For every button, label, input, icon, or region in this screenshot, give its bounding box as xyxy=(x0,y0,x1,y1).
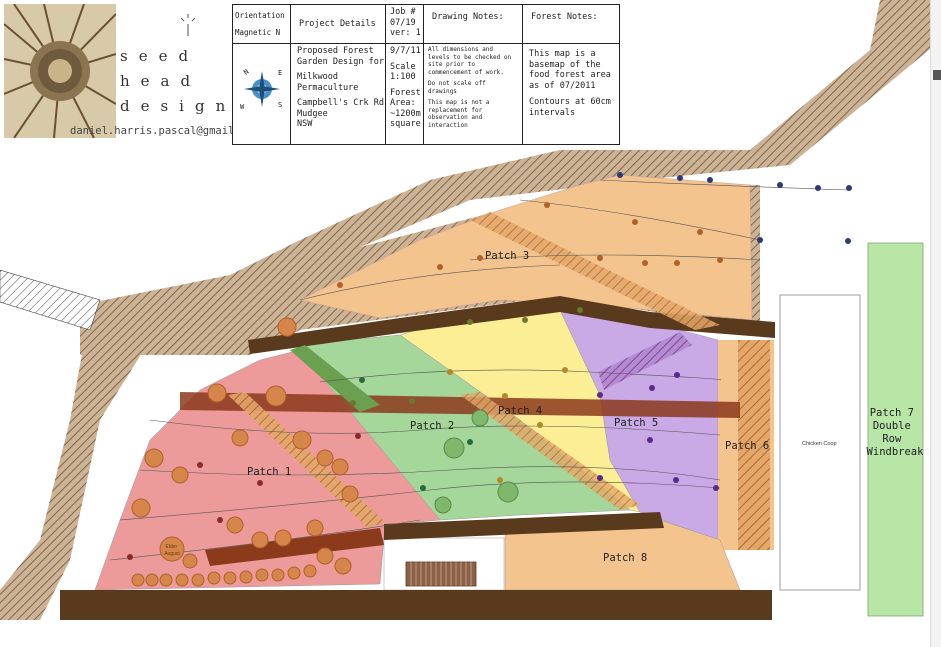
patch-5-label: Patch 5 xyxy=(614,417,658,429)
diagonal-path-4 xyxy=(598,332,692,390)
chicken-coop-label: Chicken Coop xyxy=(802,441,837,447)
access-track xyxy=(0,0,941,620)
stair-ramp xyxy=(0,269,101,331)
patch-7-label: Patch 7 Double Row Windbreak xyxy=(867,407,925,458)
drawing-notes-header: Drawing Notes: xyxy=(432,12,504,22)
diagonal-path-3 xyxy=(470,212,720,330)
orientation-label: Orientation xyxy=(235,11,285,20)
svg-text:W: W xyxy=(240,103,245,111)
green-trees xyxy=(434,409,519,514)
logo-word-seed: seed xyxy=(120,47,200,65)
job-details: 9/7/11 Scale 1:100 Forest Area: ~1200m s… xyxy=(390,46,421,129)
logo-word-head: head xyxy=(120,72,202,90)
swale-lower-left xyxy=(205,528,384,566)
svg-text:S: S xyxy=(278,101,282,109)
patch-6-label: Patch 6 xyxy=(725,440,769,452)
drawing-notes-text: All dimensions and levels to be checked … xyxy=(428,46,512,129)
patch-1-label: Patch 1 xyxy=(247,466,291,478)
svg-text:N: N xyxy=(242,68,250,77)
seed-sprout-icon xyxy=(180,14,196,36)
compass-rose-icon: N E W S xyxy=(240,68,282,111)
forest-notes-header: Forest Notes: xyxy=(531,12,598,22)
title-block: Orientation Magnetic N N E W S Project D… xyxy=(232,4,620,145)
shed-roof-lines xyxy=(410,562,472,586)
sunflower-seed-head-image xyxy=(4,4,116,138)
scrollbar-thumb[interactable] xyxy=(933,70,941,80)
project-details-header: Project Details xyxy=(299,19,376,29)
scrollbar[interactable] xyxy=(930,0,941,647)
swale-middle xyxy=(180,392,740,418)
job-number: Job # 07/19 ver: 1 xyxy=(390,7,421,38)
email-address: daniel.harris.pascal@gmail.com xyxy=(70,125,260,137)
patch-2-label: Patch 2 xyxy=(410,420,454,432)
magnetic-north-label: Magnetic N xyxy=(235,28,281,37)
diagonal-path-2 xyxy=(460,392,640,510)
logo-word-design: design xyxy=(120,97,237,115)
svg-text:E: E xyxy=(278,69,282,77)
elder-label: Elder August xyxy=(164,544,180,557)
seed-head-design-logo: seed head design daniel.harris.pascal@gm… xyxy=(0,0,260,143)
swale-upper xyxy=(248,296,775,354)
patch-3-label: Patch 3 xyxy=(485,250,529,262)
patch-4-label: Patch 4 xyxy=(498,405,542,417)
project-details-text: Proposed Forest Garden Design for Milkwo… xyxy=(297,46,384,129)
swale-lower xyxy=(384,512,664,540)
forest-notes-text: This map is a basemap of the food forest… xyxy=(529,49,611,118)
patch-8-label: Patch 8 xyxy=(603,552,647,564)
trees xyxy=(131,317,359,587)
green-band xyxy=(290,345,380,412)
patch-6-swale xyxy=(738,340,770,550)
patch-7-windbreak xyxy=(867,242,924,617)
chicken-coop xyxy=(779,294,861,591)
swale-bottom xyxy=(60,590,772,620)
